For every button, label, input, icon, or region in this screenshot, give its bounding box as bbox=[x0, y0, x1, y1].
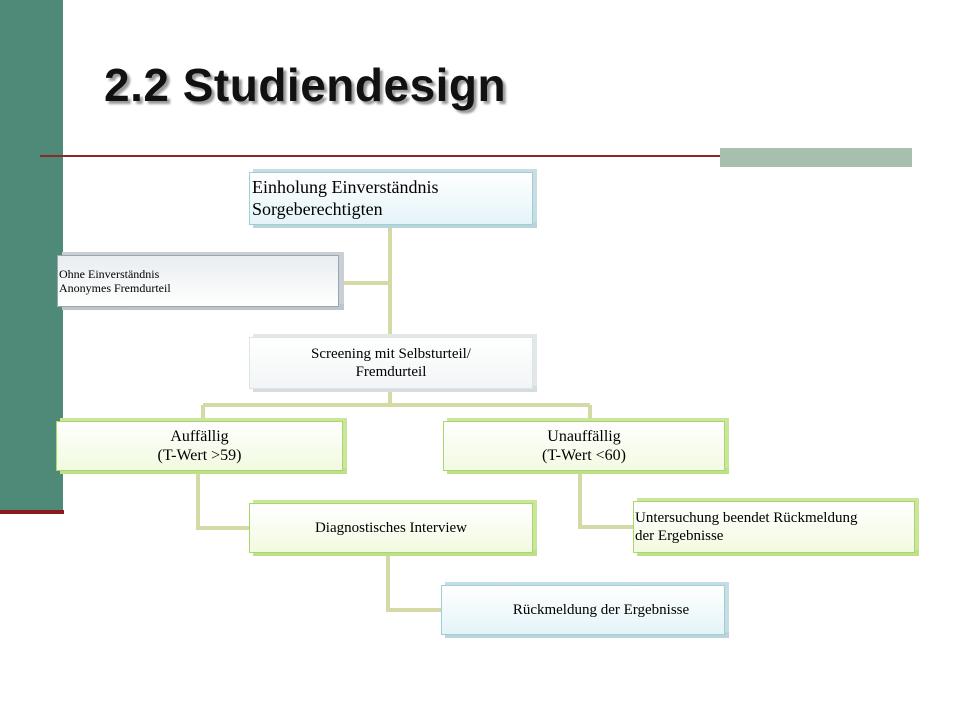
connector-screening-split bbox=[201, 389, 592, 421]
node-without-consent: Ohne Einverständnis Anonymes Fremdurteil bbox=[57, 255, 339, 307]
node-auffaellig-line-2: (T-Wert >59) bbox=[157, 447, 242, 464]
title-divider bbox=[40, 155, 912, 157]
node-screening: Screening mit Selbsturteil/ Fremdurteil bbox=[249, 337, 533, 389]
node-interview: Diagnostisches Interview bbox=[249, 503, 533, 553]
node-consent-line-1: Einholung Einverständnis bbox=[252, 176, 439, 197]
node-untersuchung-beendet-line-1: Untersuchung beendet Rückmeldung bbox=[635, 510, 858, 526]
title-accent-bar bbox=[720, 148, 912, 167]
node-without-consent-line-1: Ohne Einverständnis bbox=[59, 266, 160, 281]
node-consent-line-2: Sorgeberechtigten bbox=[252, 198, 383, 219]
node-untersuchung-beendet: Untersuchung beendet Rückmeldung der Erg… bbox=[633, 501, 915, 553]
node-rueckmeldung-label: Rückmeldung der Ergebnisse bbox=[512, 602, 690, 618]
node-without-consent-line-2: Anonymes Fremdurteil bbox=[59, 281, 171, 295]
connector-auffaellig-interview bbox=[196, 471, 249, 530]
node-unauffaellig-line-1: Unauffällig bbox=[547, 427, 621, 445]
node-rueckmeldung: Rückmeldung der Ergebnisse bbox=[441, 585, 725, 635]
node-untersuchung-beendet-line-2: der Ergebnisse bbox=[635, 528, 724, 544]
connector-interview-rueckmeldung bbox=[386, 553, 441, 612]
node-auffaellig: Auffällig (T-Wert >59) bbox=[56, 421, 343, 471]
node-unauffaellig: Unauffällig (T-Wert <60) bbox=[443, 421, 725, 471]
connector-unauffaellig-beendet bbox=[578, 471, 633, 529]
node-auffaellig-line-1: Auffällig bbox=[170, 427, 229, 445]
slide-title: 2.2 Studiendesign bbox=[104, 59, 507, 111]
node-screening-line-2: Fremdurteil bbox=[355, 364, 427, 380]
node-consent: Einholung Einverständnis Sorgeberechtigt… bbox=[249, 172, 533, 225]
node-screening-line-1: Screening mit Selbsturteil/ bbox=[311, 346, 471, 362]
sidebar-bottom-accent bbox=[0, 510, 64, 514]
node-unauffaellig-line-2: (T-Wert <60) bbox=[541, 447, 626, 464]
node-interview-label: Diagnostisches Interview bbox=[314, 520, 468, 536]
sidebar-bar bbox=[0, 0, 63, 512]
